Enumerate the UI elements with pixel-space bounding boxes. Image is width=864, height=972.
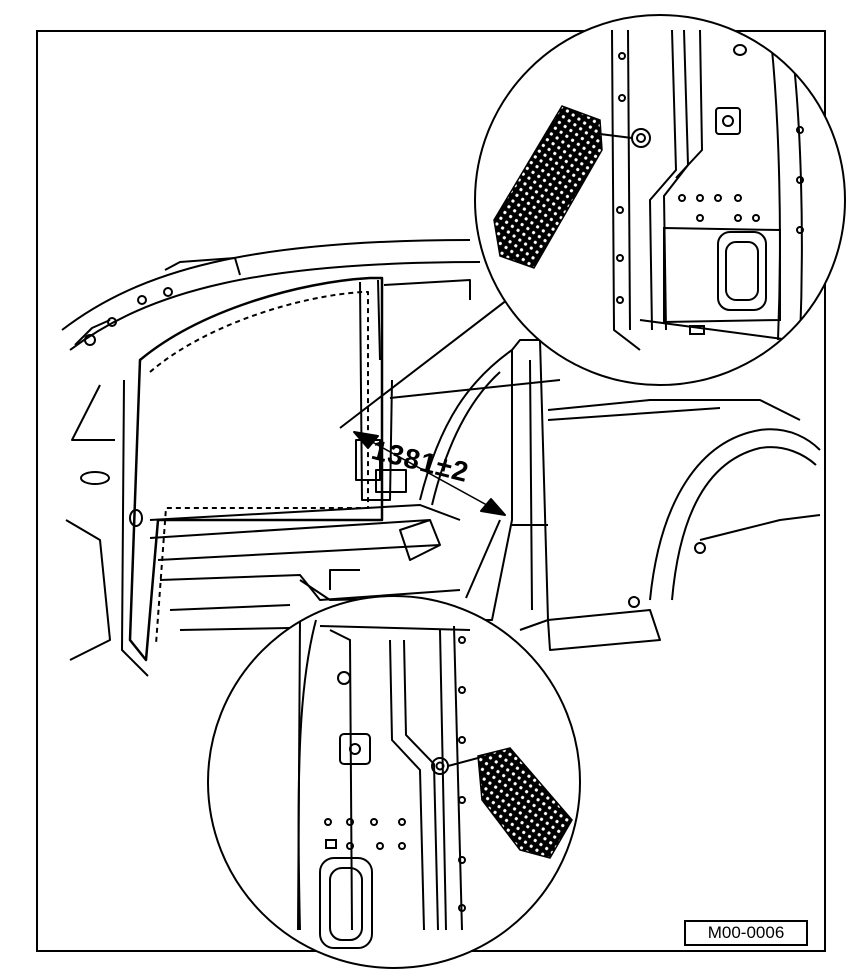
detail-circle-bottom (207, 595, 581, 969)
roof-outline (61, 239, 481, 351)
foam-insert-top (493, 105, 603, 269)
rear-door-opening (419, 339, 549, 631)
rear-quarter-panel (547, 399, 821, 651)
foam-insert-bottom (477, 747, 573, 859)
figure-code-label: M00-0006 (684, 920, 808, 946)
b-pillar (355, 279, 471, 501)
dimension-line (353, 431, 506, 516)
detail-circle-top (474, 14, 846, 386)
callout-leaders (339, 289, 561, 599)
front-door-opening (71, 276, 384, 677)
